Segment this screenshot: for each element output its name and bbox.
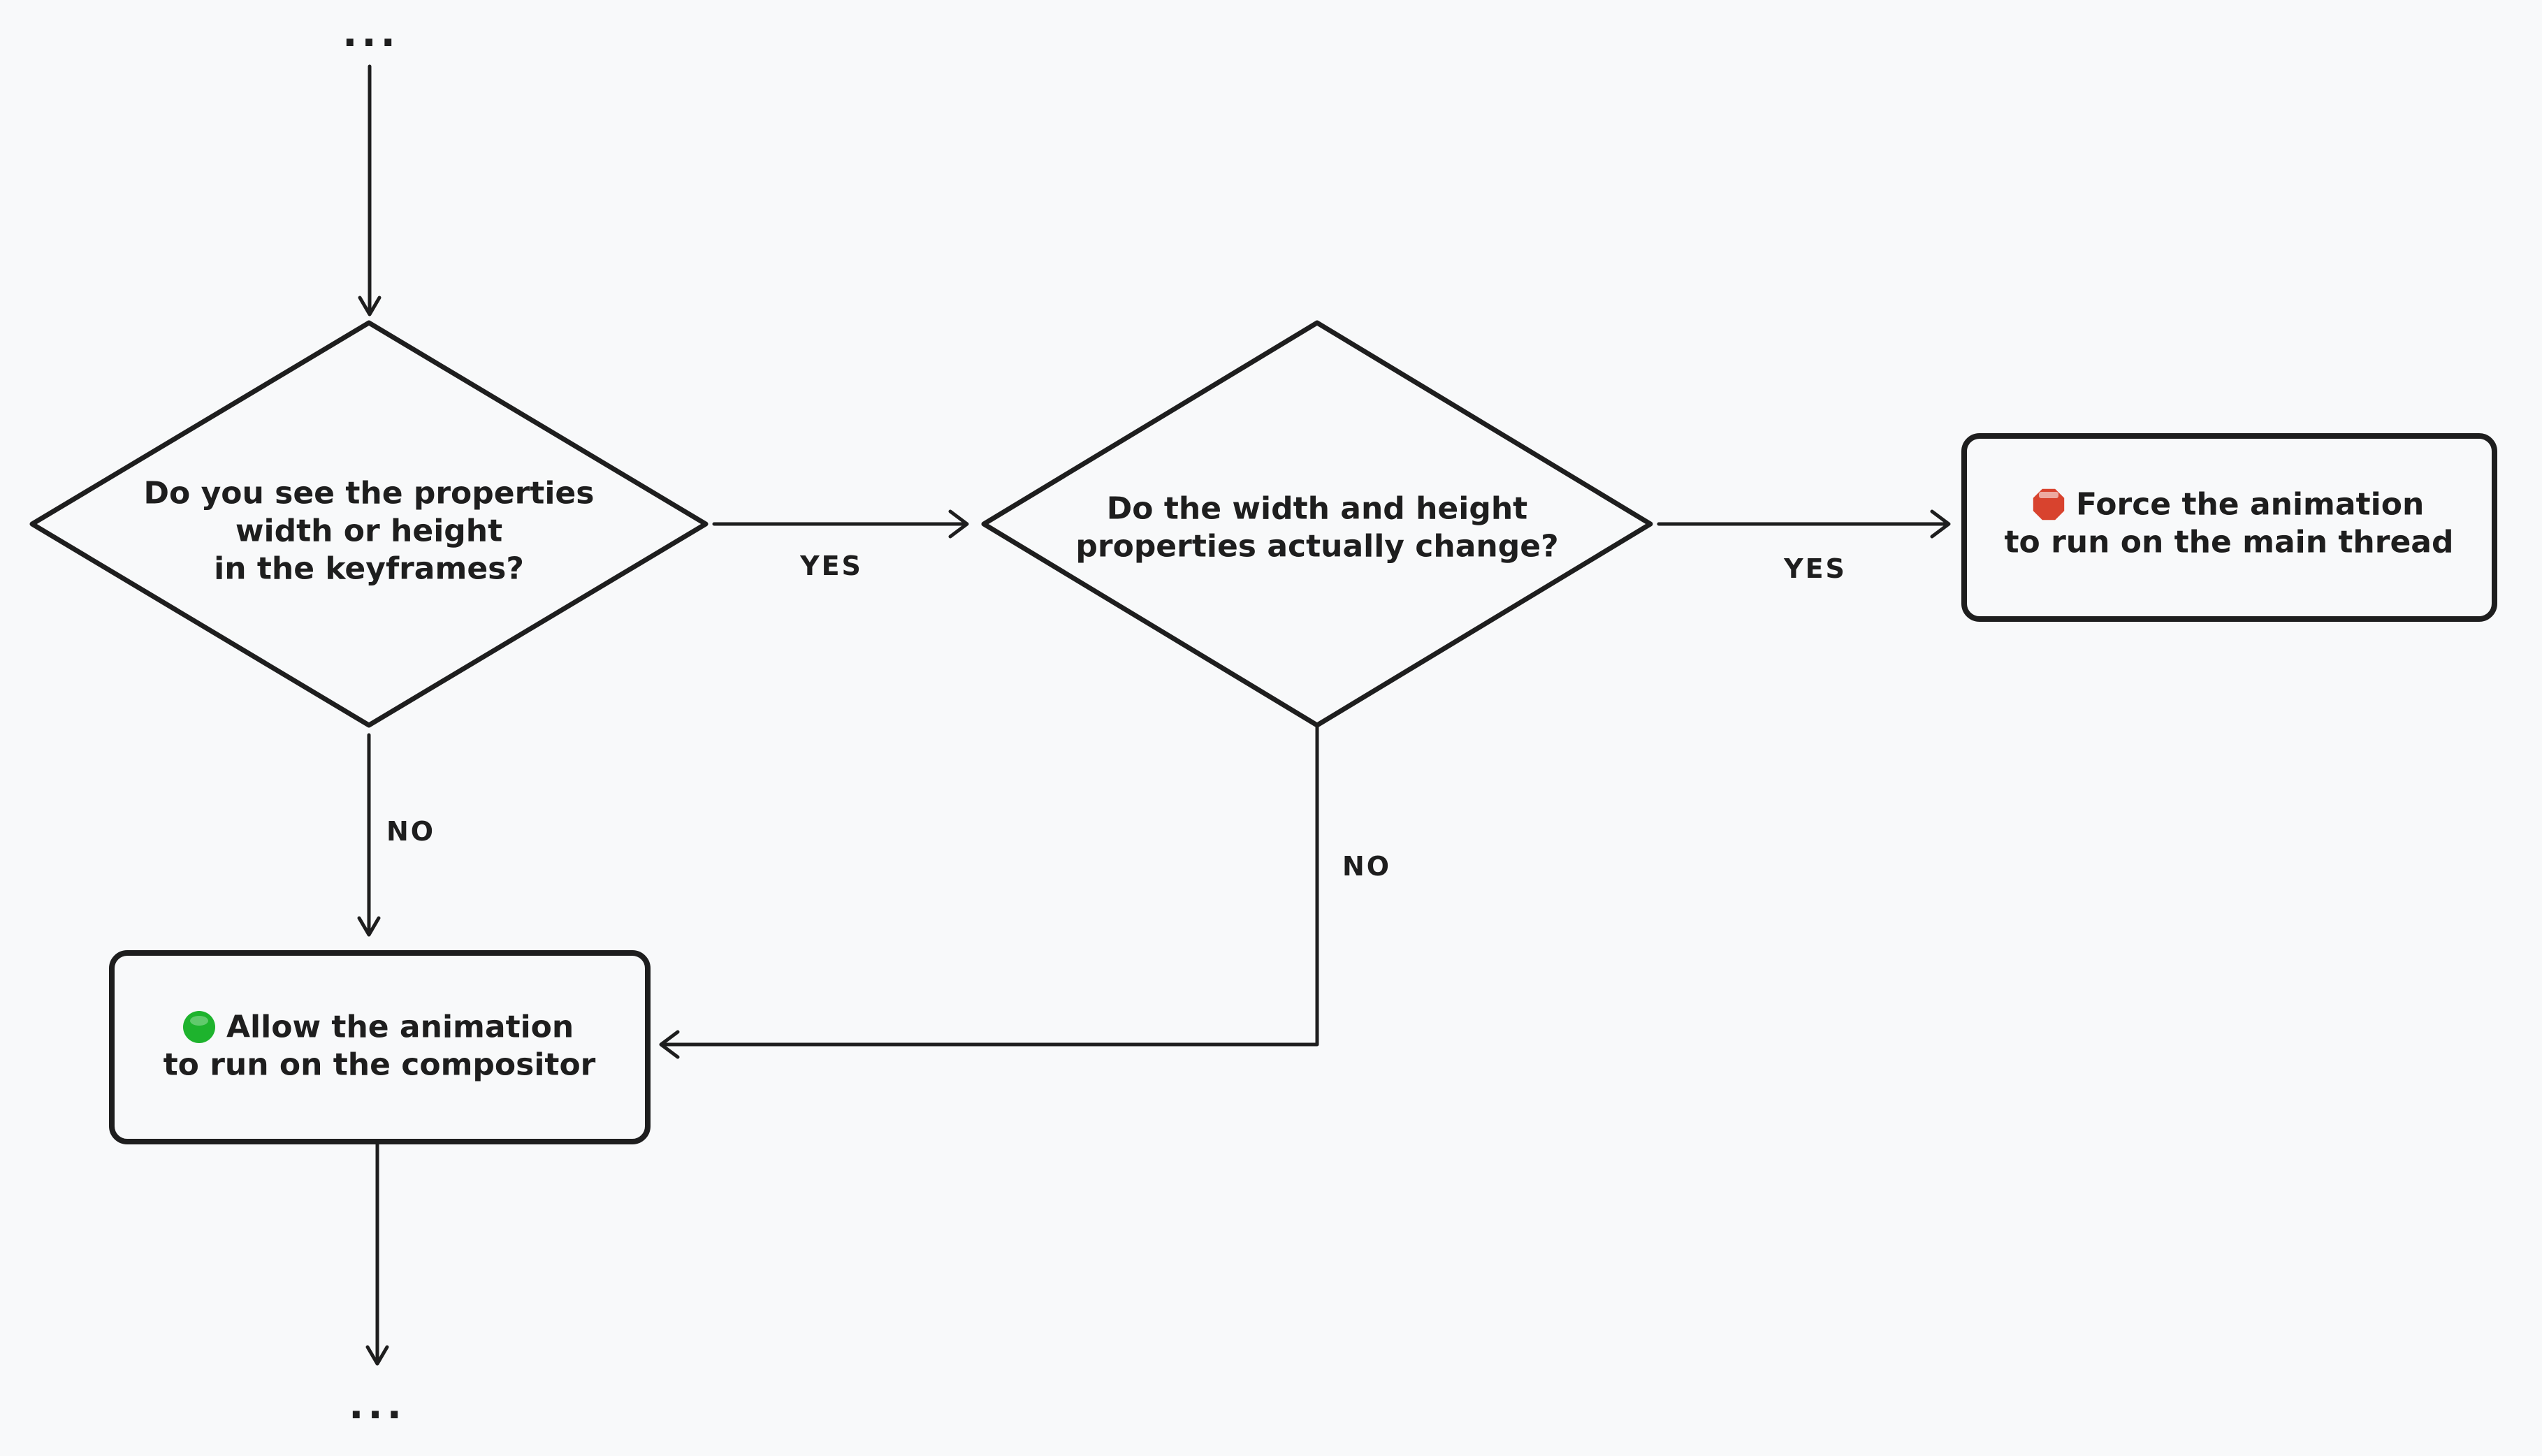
decision-diamond-keyframes [29,320,709,728]
edge-label-yes-1: YES [799,551,863,581]
continuation-ellipsis-top: ... [342,10,400,56]
arrowhead-left-icon [659,1030,680,1059]
result-main-thread-line-2: to run on the main thread [2005,525,2454,560]
stop-sign-icon [2033,488,2065,520]
result-box-compositor [109,950,651,1144]
arrowhead-right-icon [948,509,969,539]
arrowhead-down-icon [357,916,381,937]
decision-keyframes-line-1: Do you see the properties [144,476,595,511]
result-box-main-thread [1961,433,2497,622]
arrowhead-down-icon [365,1345,389,1366]
arrows-layer [357,64,1951,1366]
decision-keyframes-line-3: in the keyframes? [214,551,524,587]
decision-diamond-change [981,320,1653,728]
decision-change-line-1: Do the width and height [1107,491,1527,527]
green-circle-icon [183,1011,215,1043]
edge-label-no-2: NO [1342,851,1391,882]
result-compositor-line-2: to run on the compositor [164,1047,596,1083]
edge-no-change-to-compositor [660,725,1319,1047]
arrowhead-right-icon [1930,509,1951,539]
arrowhead-down-icon [358,296,382,316]
text-layer: ... Do you see the properties width or h… [144,10,2454,1428]
edge-label-yes-2: YES [1783,553,1847,584]
decision-change-line-2: properties actually change? [1075,529,1558,565]
shapes-layer [29,320,2497,1144]
result-compositor-line-1: Allow the animation [226,1010,574,1045]
decision-keyframes-line-2: width or height [235,514,502,549]
result-main-thread-line-1: Force the animation [2076,487,2424,523]
continuation-ellipsis-bottom: ... [349,1383,406,1428]
edge-label-no-1: NO [386,816,435,847]
